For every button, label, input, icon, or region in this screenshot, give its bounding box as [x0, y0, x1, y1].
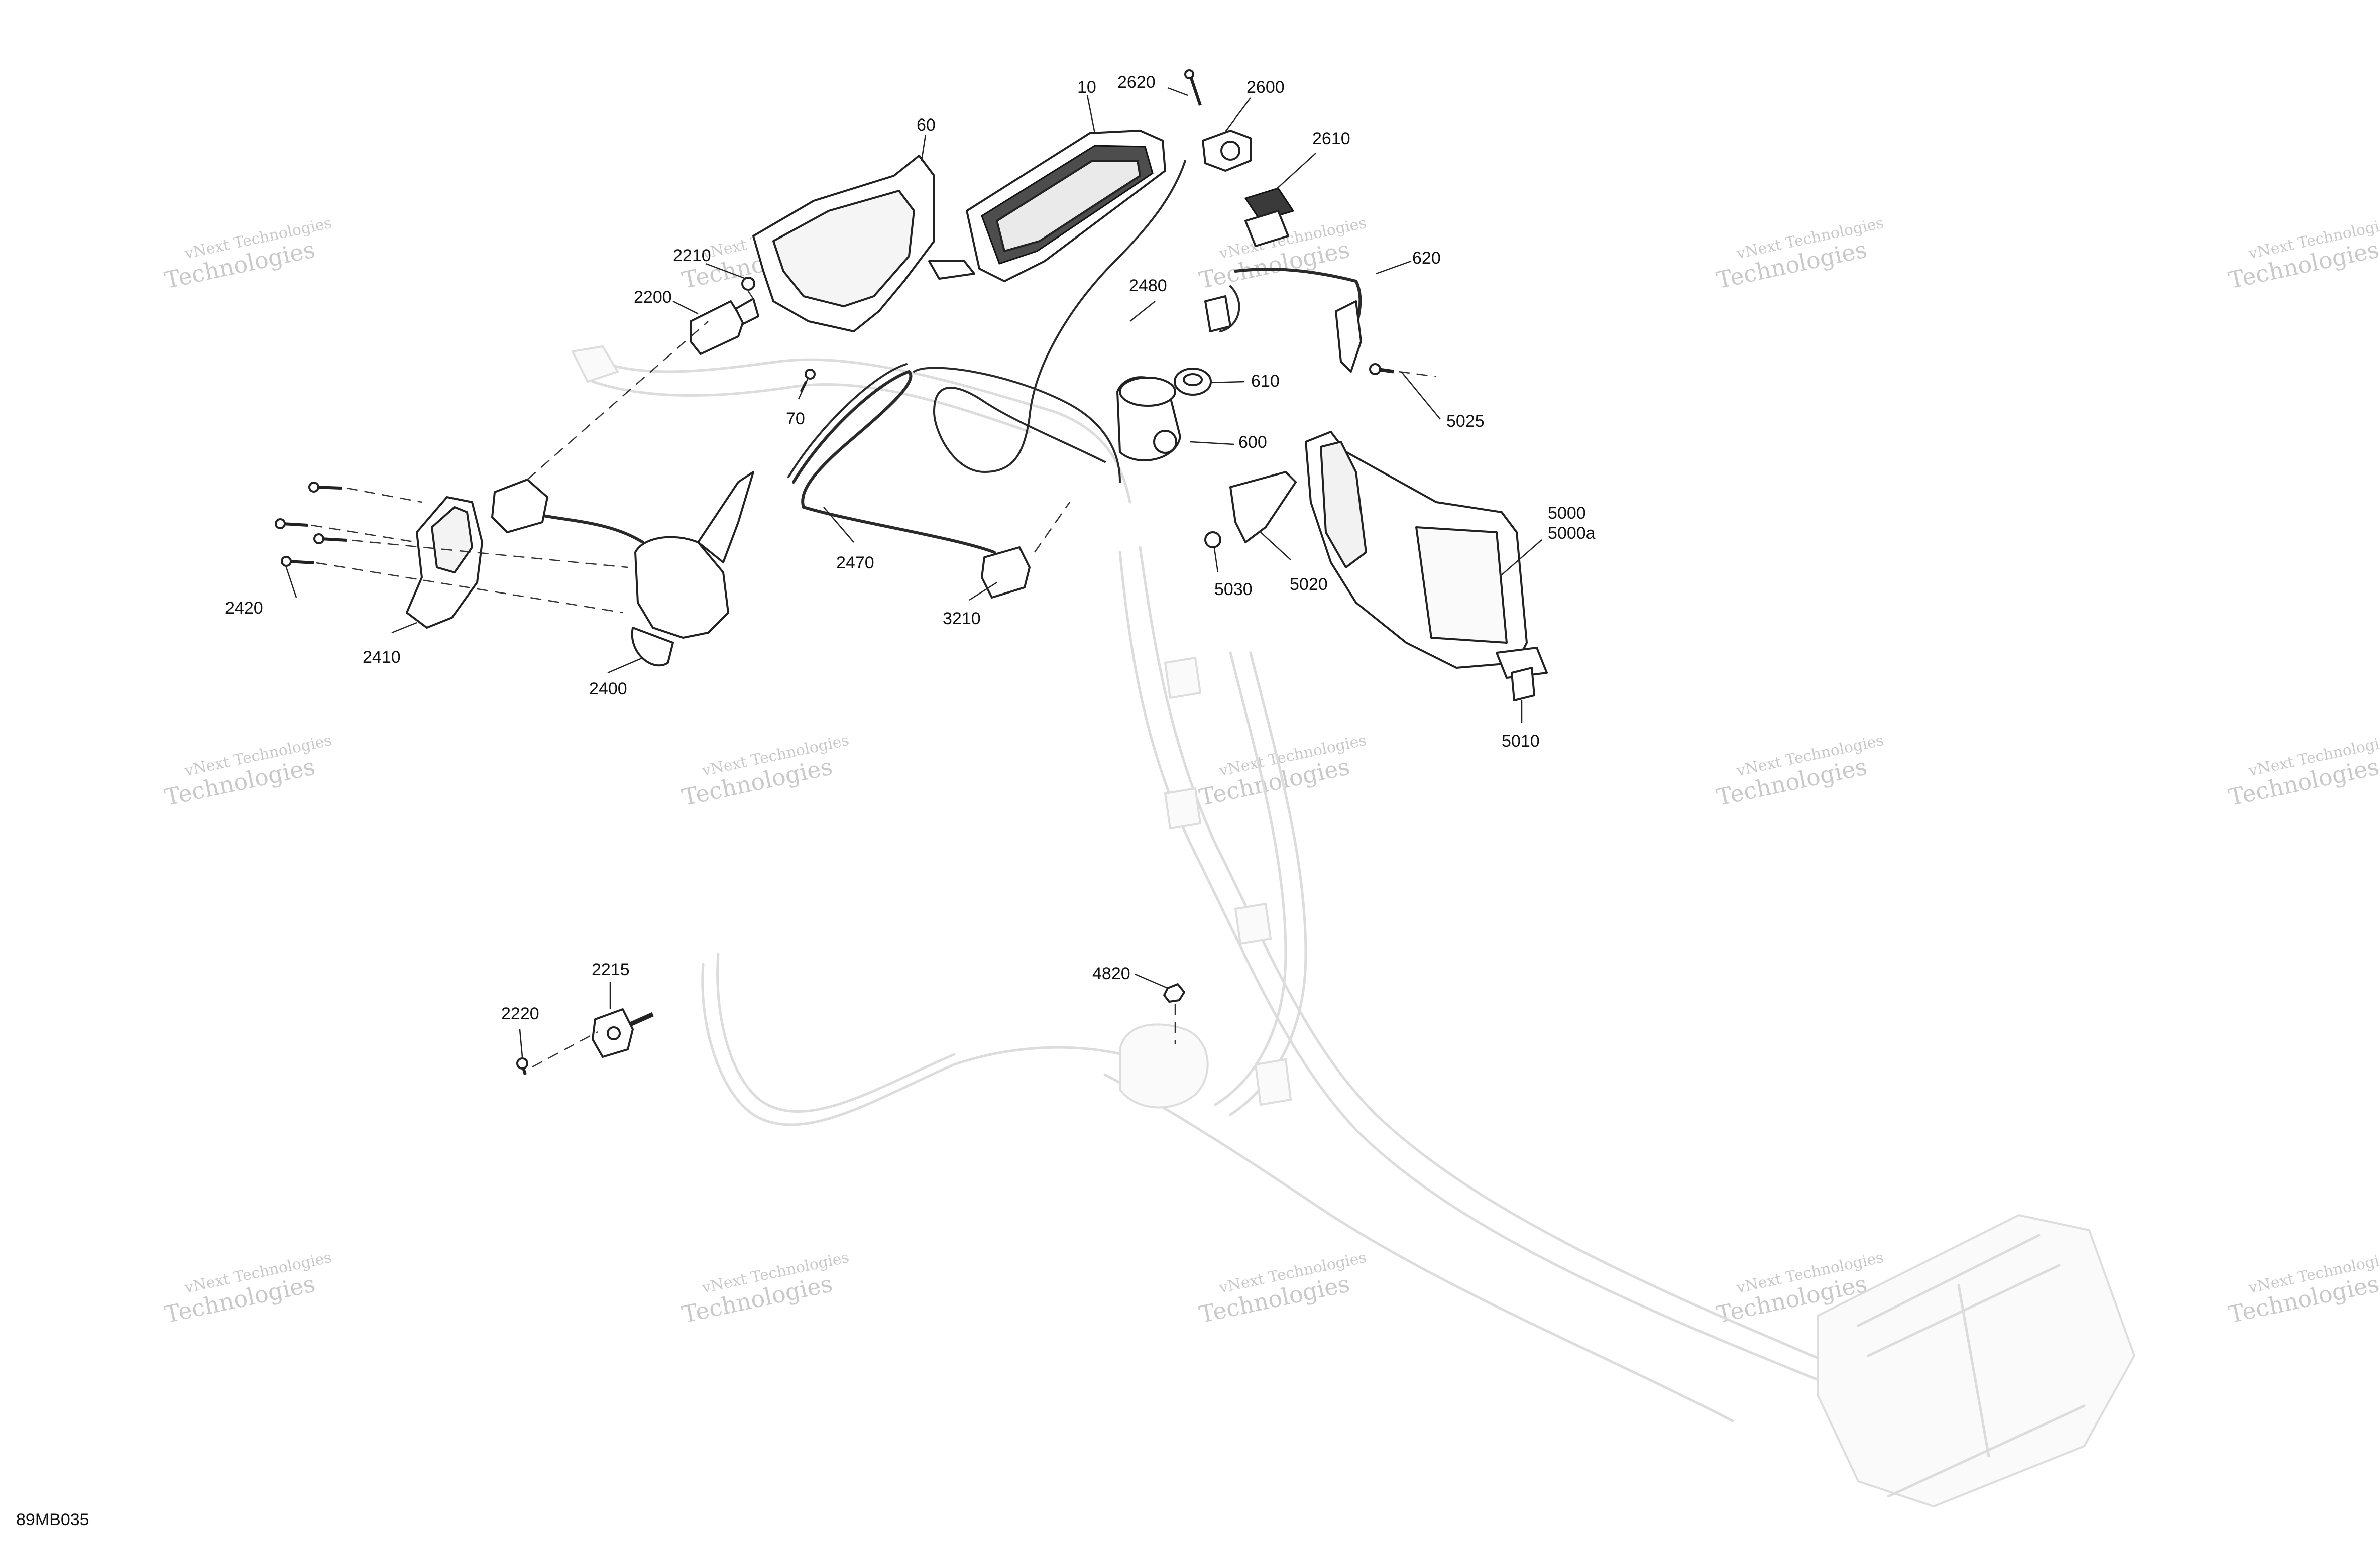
callout-5000: 5000	[1548, 504, 1586, 523]
callout-3210: 3210	[943, 609, 981, 628]
connector-part-2400-plug	[491, 479, 548, 533]
connector-part-3210	[981, 546, 1031, 599]
grommet-part-610	[1174, 368, 1212, 396]
connector-part-2200	[690, 298, 759, 355]
callout-5000a: 5000a	[1548, 524, 1596, 543]
callout-2480: 2480	[1129, 276, 1167, 295]
callout-2400: 2400	[589, 679, 627, 698]
screw-part-2620	[1184, 69, 1202, 106]
callout-2420: 2420	[225, 599, 263, 618]
module-part-5000	[1305, 431, 1548, 679]
bezel-part-60	[752, 155, 975, 332]
ghost-frame	[571, 345, 2136, 1508]
callout-5025: 5025	[1446, 412, 1485, 431]
leader-lines	[285, 87, 1542, 1057]
watermark: vNext Technologies Technologies	[162, 732, 333, 811]
callout-2470: 2470	[836, 553, 874, 572]
watermark: vNext Technologies Technologies	[679, 1249, 851, 1328]
callout-2210: 2210	[673, 246, 711, 265]
nut-part-2210	[741, 277, 755, 291]
diagram-reference-code: 89MB035	[16, 1510, 89, 1529]
switch-housing-part-2400	[631, 471, 754, 667]
callout-2215: 2215	[592, 960, 630, 979]
callout-2220: 2220	[501, 1004, 539, 1023]
housing-part-2410	[406, 496, 483, 629]
callout-620: 620	[1412, 249, 1441, 268]
watermark: vNext Technologies Technologies	[1197, 1249, 1368, 1328]
watermark: vNext Technologies Technologies	[1197, 732, 1368, 811]
screw-part-2220	[516, 1057, 528, 1075]
callout-60: 60	[917, 115, 936, 135]
watermark: vNext Technologies Technologies	[162, 1249, 333, 1328]
callouts: 10 2620 2600 60 2610 2210 620 2200 2480 …	[225, 73, 1596, 1023]
nut-part-5030	[1204, 531, 1221, 548]
callout-5030: 5030	[1214, 580, 1253, 599]
callout-600: 600	[1238, 433, 1267, 452]
watermark: vNext Technologies Technologies	[1714, 732, 1885, 811]
bracket-part-5020	[1229, 471, 1297, 543]
sensor-part-2215	[592, 1008, 654, 1058]
watermark: vNext Technologies Technologies	[2226, 1249, 2380, 1328]
watermark: vNext Technologies Technologies	[162, 214, 333, 294]
switch-part-2600	[1202, 130, 1252, 172]
screws-part-2420	[275, 482, 347, 567]
callout-2610: 2610	[1312, 129, 1350, 148]
watermark: vNext Technologies Technologies	[1714, 214, 1885, 294]
connector-part-2610	[1244, 187, 1295, 247]
assembly-lines	[311, 291, 1437, 1068]
callout-2600: 2600	[1246, 78, 1285, 97]
nut-part-4820	[1163, 983, 1185, 1003]
ignition-part-600	[1116, 376, 1181, 461]
callout-4820: 4820	[1092, 964, 1130, 983]
callout-5010: 5010	[1502, 732, 1540, 751]
screw-part-5025	[1369, 363, 1394, 375]
callout-610: 610	[1251, 372, 1280, 391]
callout-2200: 2200	[634, 288, 672, 307]
callout-2410: 2410	[363, 648, 401, 667]
watermark: vNext Technologies Technologies	[2226, 732, 2380, 811]
callout-10: 10	[1077, 78, 1096, 97]
tether-part-620	[1204, 295, 1362, 373]
callout-2620: 2620	[1117, 73, 1156, 92]
watermark: vNext Technologies Technologies	[679, 732, 851, 811]
callout-70: 70	[786, 409, 805, 428]
gauge-cluster-part-10	[966, 130, 1166, 282]
watermark: vNext Technologies Technologies	[2226, 214, 2380, 294]
fastener-part-5010	[1511, 667, 1535, 701]
callout-5020: 5020	[1290, 575, 1328, 594]
